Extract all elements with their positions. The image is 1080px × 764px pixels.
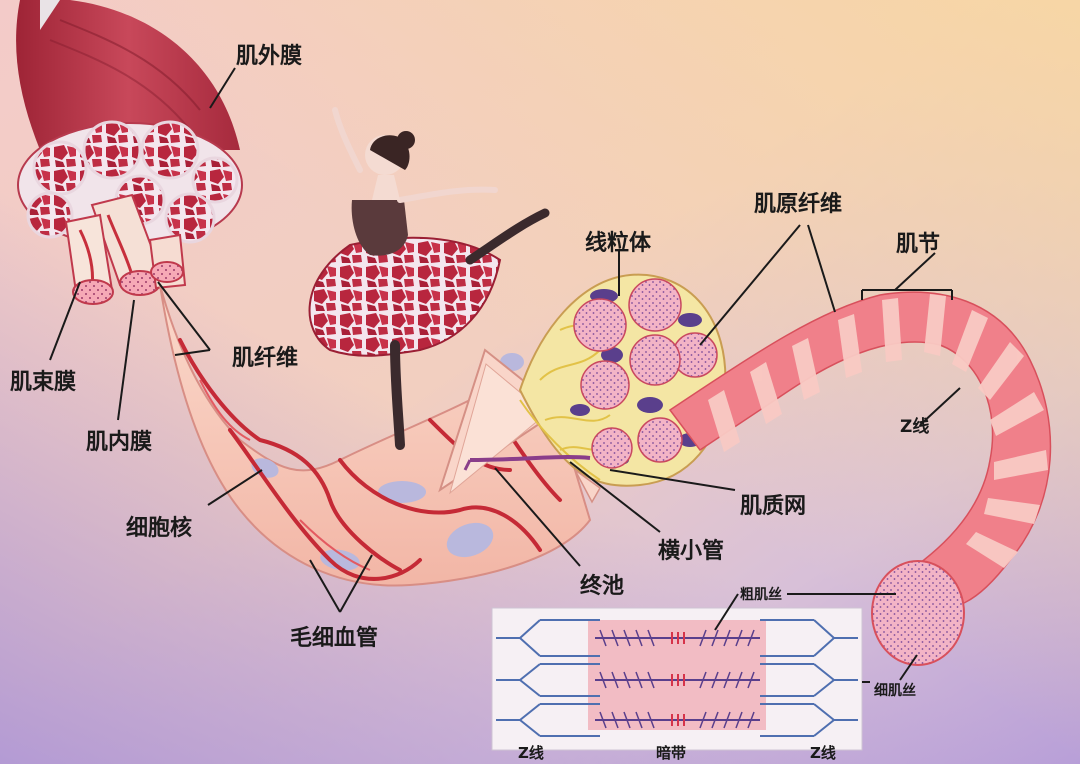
myofibril-tube	[668, 291, 1052, 666]
muscle-bundle	[16, 0, 243, 305]
label-z-line: Z线	[900, 417, 930, 437]
label-muscle-fiber: 肌纤维	[232, 346, 299, 371]
sarcomere-inset	[491, 607, 863, 751]
label-perimysium: 肌束膜	[10, 370, 77, 395]
label-inset-z-left: Z线	[518, 744, 544, 762]
label-myofibril: 肌原纤维	[754, 192, 843, 217]
label-mitochondria: 线粒体	[585, 231, 652, 256]
label-inset-z-right: Z线	[810, 744, 836, 762]
label-sarcomere: 肌节	[896, 232, 941, 257]
label-inset-a-band: 暗带	[656, 744, 687, 762]
label-thin-filament: 细肌丝	[874, 683, 916, 699]
label-capillary: 毛细血管	[290, 626, 379, 651]
label-endomysium: 肌内膜	[86, 430, 153, 455]
label-thick-filament: 粗肌丝	[740, 587, 782, 603]
label-sarcoplasmic-reticulum: 肌质网	[740, 494, 807, 519]
label-epimysium: 肌外膜	[236, 44, 303, 69]
label-nucleus: 细胞核	[126, 516, 193, 541]
dancer-figure	[308, 107, 550, 450]
label-terminal-cisterna: 终池	[580, 574, 625, 599]
sarcoplasmic-cutaway	[438, 273, 727, 504]
leader-lines	[49, 67, 961, 683]
muscle-fiber	[159, 284, 592, 587]
label-t-tubule: 横小管	[658, 539, 725, 564]
